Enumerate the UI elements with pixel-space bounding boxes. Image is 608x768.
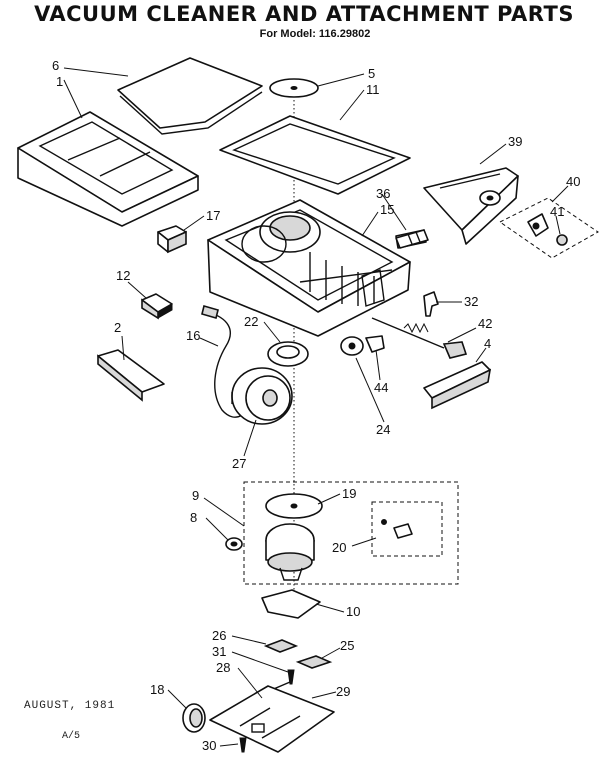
- part-1-tray: [17, 111, 199, 227]
- part-25-block: [295, 655, 333, 669]
- part-20-brush-box: [371, 501, 443, 557]
- callout: 16: [186, 328, 200, 343]
- callout: 27: [232, 456, 246, 471]
- part-6-cover: [117, 57, 263, 135]
- part-22-ring: [267, 341, 309, 367]
- part-39-inlet-plate: [423, 167, 519, 245]
- page-title: VACUUM CLEANER AND ATTACHMENT PARTS: [34, 2, 574, 26]
- callout: 42: [478, 316, 492, 331]
- callout: 20: [332, 540, 346, 555]
- part-26-block: [263, 639, 299, 653]
- part-12-block: [141, 293, 173, 320]
- callout: 41: [550, 204, 564, 219]
- callout: 18: [150, 682, 164, 697]
- callout: 9: [192, 488, 199, 503]
- part-20-brushes: [381, 519, 413, 539]
- part-36-cord-connector: [395, 229, 429, 249]
- part-40-group-box: [499, 197, 599, 259]
- part-10-spider-plate: [261, 589, 321, 619]
- sheet-number: A/5: [62, 731, 81, 742]
- callout: 4: [484, 336, 491, 351]
- callout: 8: [190, 510, 197, 525]
- part-17-switch: [157, 225, 187, 254]
- callout: 44: [374, 380, 388, 395]
- callout: 22: [244, 314, 258, 329]
- part-5-disc-hole: [290, 86, 298, 90]
- callout: 12: [116, 268, 130, 283]
- main-housing: [207, 199, 427, 337]
- part-32-bracket: [423, 291, 439, 317]
- model-subtitle: For Model: 116.29802: [259, 28, 371, 40]
- part-24-knob: [340, 336, 364, 356]
- callout: 25: [340, 638, 354, 653]
- callout: 10: [346, 604, 360, 619]
- callout: 2: [114, 320, 121, 335]
- part-29-base-plate: [209, 685, 335, 753]
- motor-assembly: [265, 523, 315, 581]
- issue-date: AUGUST, 1981: [24, 700, 116, 712]
- callout: 26: [212, 628, 226, 643]
- part-19-fan: [265, 493, 323, 519]
- callout: 39: [508, 134, 522, 149]
- callout: 29: [336, 684, 350, 699]
- callout: 5: [368, 66, 375, 81]
- part-30-screw: [239, 737, 247, 753]
- part-8-bushing: [225, 537, 243, 551]
- callout: 31: [212, 644, 226, 659]
- part-44-clip: [365, 335, 385, 353]
- callout: 17: [206, 208, 220, 223]
- part-9-motor-box: [243, 481, 459, 585]
- callout: 19: [342, 486, 356, 501]
- callout-labels: 6 1 5 11 39 40 36 15 41 17 12 32 22 42 2…: [52, 58, 580, 753]
- part-40-latch: [527, 213, 549, 237]
- callout: 40: [566, 174, 580, 189]
- part-18-wheel: [182, 703, 206, 733]
- part-42-spring-rod: [371, 317, 468, 359]
- callout: 6: [52, 58, 59, 73]
- callout: 36: [376, 186, 390, 201]
- callout: 11: [366, 82, 380, 97]
- callout: 15: [380, 202, 394, 217]
- part-11-gasket: [219, 115, 411, 195]
- part-2-bracket: [97, 349, 165, 402]
- callout: 24: [376, 422, 390, 437]
- part-31-screw: [287, 669, 295, 685]
- part-4-handle: [423, 361, 492, 410]
- part-41-nut: [556, 234, 568, 246]
- callout: 32: [464, 294, 478, 309]
- part-27-cord-reel: [231, 367, 293, 425]
- leader-lines: [63, 67, 569, 747]
- callout: 30: [202, 738, 216, 753]
- callout: 28: [216, 660, 230, 675]
- callout: 1: [56, 74, 63, 89]
